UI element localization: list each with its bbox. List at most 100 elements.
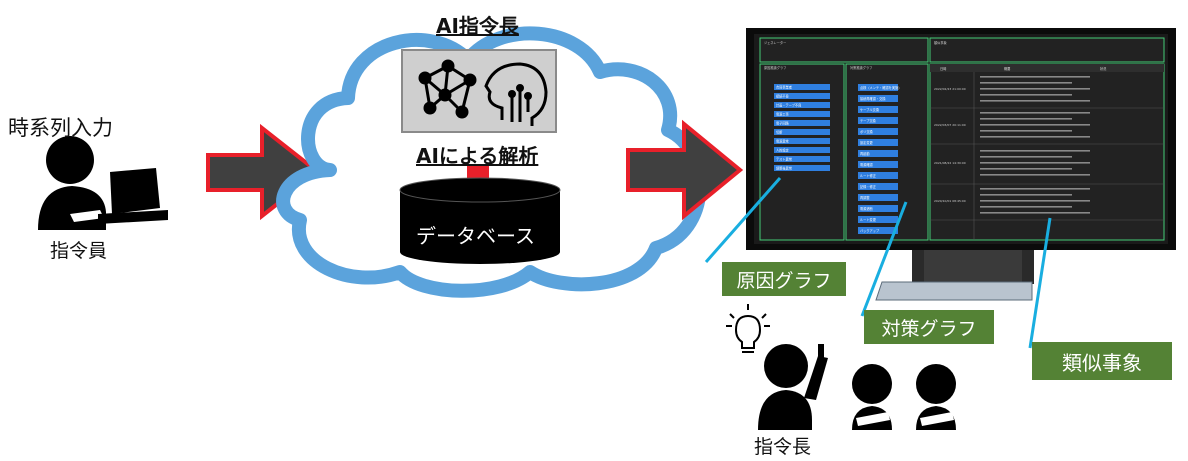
countermeasure-node-label: 電源確認: [860, 162, 874, 167]
operator-label: 指令員: [50, 240, 108, 262]
cause-node[interactable]: [774, 120, 830, 126]
countermeasure-node-label: ルート変更: [860, 217, 877, 222]
countermeasure-node-label: ケーブル交換: [860, 107, 880, 112]
cause-node-label: 電源異常: [776, 139, 789, 144]
similar-row-text-line: [980, 112, 1090, 114]
similar-row-text-line: [980, 124, 1090, 126]
cause-node[interactable]: [774, 138, 830, 144]
similar-row-text-line: [980, 130, 1072, 132]
cause-node[interactable]: [774, 165, 830, 171]
cause-node-label: 調整後異常: [776, 166, 792, 171]
cause-node[interactable]: [774, 93, 830, 99]
countermeasure-node[interactable]: [858, 84, 898, 91]
countermeasure-node[interactable]: [858, 117, 898, 124]
cause-node-label: 人的設定: [776, 148, 790, 153]
ai-head-icon: [484, 62, 548, 126]
similar-row-text-line: [980, 88, 1090, 90]
cause-node-label: テスト異常: [776, 157, 792, 162]
countermeasure-node[interactable]: [858, 172, 898, 179]
cause-node-label: 接続不良: [776, 94, 790, 99]
commander-label: 指令長: [754, 436, 812, 458]
similar-row-date[interactable]: 2022/02/23 21:00:00: [934, 87, 966, 91]
countermeasure-node[interactable]: [858, 205, 898, 212]
cause-node-label: 電子回路: [776, 121, 790, 126]
lightbulb-icon: [726, 304, 770, 353]
countermeasure-node-label: 設定変更: [860, 140, 874, 145]
countermeasure-node-label: 点検（メンテ・確認を実施）: [860, 85, 901, 90]
cause-node[interactable]: [774, 156, 830, 162]
similar-row-text-line: [980, 194, 1072, 196]
similar-row-text-line: [980, 174, 1090, 176]
similar-row-date[interactable]: 2020/10/01 08:45:00: [934, 199, 966, 203]
similar-row-text-line: [980, 118, 1072, 120]
cause-graph-label: 原因グラフ: [722, 262, 846, 296]
countermeasure-node-label: 電源遮断: [860, 206, 874, 211]
left-panel-title: ジェネレーター: [764, 40, 786, 45]
similar-row-text-line: [980, 136, 1090, 138]
similar-row-text-line: [980, 156, 1072, 158]
callout-lines: [704, 177, 1052, 349]
countermeasure-node[interactable]: [858, 106, 898, 113]
operator-icon: [38, 136, 168, 230]
ai-analysis-label: AIによる解析: [416, 144, 539, 168]
similar-cases-label: 類似事象: [1032, 342, 1172, 380]
similar-row-text-line: [980, 206, 1072, 208]
similar-row-date[interactable]: 2021/08/22 14:30:00: [934, 161, 966, 165]
cause-node[interactable]: [774, 147, 830, 153]
commander-icon: [758, 344, 828, 430]
countermeasure-node-label: ボリ交換: [860, 129, 874, 134]
ai-image-box: [401, 49, 557, 133]
cause-node-label: 合同事業者: [776, 85, 793, 90]
cause-graph-title: 原因推論グラフ: [764, 65, 786, 70]
countermeasure-node-label: バックアップ: [860, 228, 880, 233]
cause-node[interactable]: [774, 102, 830, 108]
cause-node[interactable]: [774, 84, 830, 90]
monitor-stand: [875, 246, 1034, 301]
similar-header: 状況: [1100, 66, 1107, 71]
cause-node[interactable]: [774, 129, 830, 135]
similar-header: 日時: [940, 66, 947, 71]
similar-row-text-line: [980, 76, 1090, 78]
similar-row-text-line: [980, 162, 1090, 164]
flow-arrow-output: [626, 119, 744, 221]
countermeasure-node-label: 再調整: [860, 195, 870, 200]
team-member-icon-2: [916, 364, 956, 430]
similar-row-date[interactable]: 2022/03/07 20:11:00: [934, 123, 966, 127]
countermeasure-node[interactable]: [858, 95, 898, 102]
similar-header: 概要: [1004, 66, 1011, 71]
similar-title: 類似事象: [934, 40, 948, 45]
cause-node-label: 電源工事: [776, 112, 790, 117]
countermeasure-node-label: テープ交換: [860, 118, 877, 123]
countermeasure-graph-label: 対策グラフ: [864, 310, 994, 344]
countermeasure-node[interactable]: [858, 161, 898, 168]
countermeasure-node-label: ルート修正: [860, 173, 877, 178]
similar-row-text-line: [980, 94, 1072, 96]
countermeasure-node-label: 記録・修正: [860, 184, 877, 189]
countermeasure-node-label: 接続再確認・交換: [860, 96, 886, 101]
similar-row-text-line: [980, 200, 1090, 202]
countermeasure-node[interactable]: [858, 216, 898, 223]
similar-row-text-line: [980, 150, 1090, 152]
database-cylinder: [399, 177, 561, 264]
database-label: データベース: [416, 224, 535, 248]
ai-title: AI指令長: [436, 14, 519, 38]
countermeasure-node[interactable]: [858, 150, 898, 157]
countermeasure-node[interactable]: [858, 139, 898, 146]
similar-row-text-line: [980, 168, 1072, 170]
similar-row-text-line: [980, 82, 1072, 84]
cause-node[interactable]: [774, 111, 830, 117]
countermeasure-node-label: 再起動: [860, 151, 870, 156]
countermeasure-node[interactable]: [858, 183, 898, 190]
countermeasure-node[interactable]: [858, 227, 898, 234]
neural-network-icon: [418, 59, 477, 119]
countermeasure-node[interactable]: [858, 194, 898, 201]
similar-row-text-line: [980, 100, 1090, 102]
team-member-icon-1: [852, 364, 892, 430]
countermeasure-graph-title: 対策推論グラフ: [850, 65, 872, 70]
cause-node-label: 切断: [776, 130, 783, 135]
similar-row-text-line: [980, 188, 1090, 190]
countermeasure-node[interactable]: [858, 128, 898, 135]
cause-node-label: 計画・テープ不良: [776, 103, 802, 108]
